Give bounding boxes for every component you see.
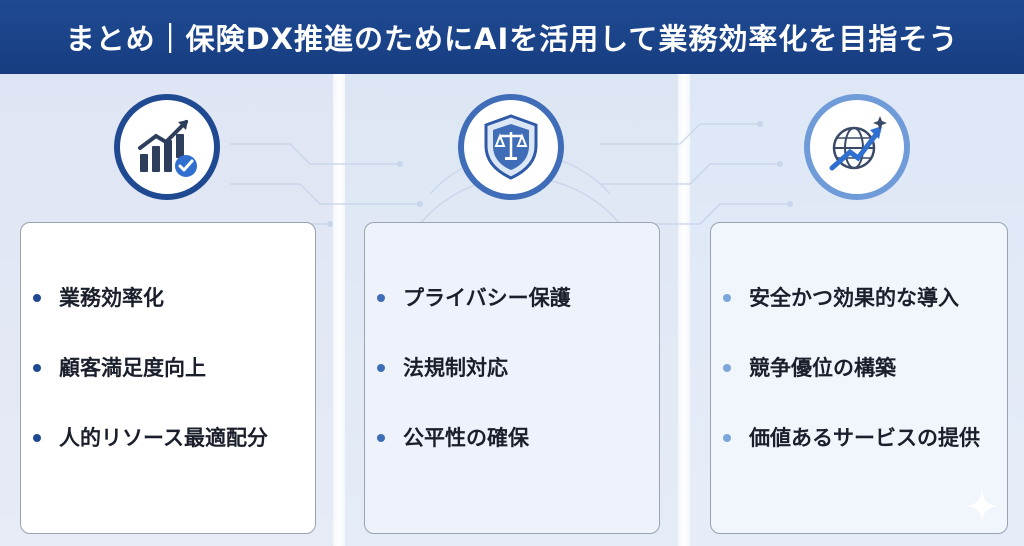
list-item: 公平性の確保	[365, 423, 659, 453]
list-item: 人的リソース最適配分	[21, 423, 315, 453]
list-item: 法規制対応	[365, 353, 659, 383]
card-list: 安全かつ効果的な導入 競争優位の構築 価値あるサービスの提供	[711, 283, 1007, 453]
summary-card-efficiency: 業務効率化 顧客満足度向上 人的リソース最適配分	[20, 222, 316, 534]
summary-card-value: 安全かつ効果的な導入 競争優位の構築 価値あるサービスの提供	[710, 222, 1008, 534]
bullet-dot	[377, 294, 385, 302]
column-divider	[333, 74, 345, 546]
bullet-dot	[723, 364, 731, 372]
card-list: 業務効率化 顧客満足度向上 人的リソース最適配分	[21, 283, 315, 453]
bullet-dot	[377, 434, 385, 442]
shield-scales-icon	[458, 94, 564, 200]
list-item: 安全かつ効果的な導入	[711, 283, 1007, 313]
list-item: 価値あるサービスの提供	[711, 423, 989, 453]
bullet-dot	[33, 294, 41, 302]
list-item: 業務効率化	[21, 283, 315, 313]
sparkle-icon	[966, 490, 998, 522]
list-item: 競争優位の構築	[711, 353, 1007, 383]
page-title: まとめ｜保険DX推進のためにAIを活用して業務効率化を目指そう	[65, 22, 959, 56]
summary-card-compliance: プライバシー保護 法規制対応 公平性の確保	[364, 222, 660, 534]
column-divider	[678, 74, 690, 546]
bullet-dot	[723, 294, 731, 302]
list-item: プライバシー保護	[365, 283, 659, 313]
card-list: プライバシー保護 法規制対応 公平性の確保	[365, 283, 659, 453]
bullet-dot	[33, 434, 41, 442]
globe-trend-arrow-icon	[804, 94, 910, 200]
growth-chart-check-icon	[114, 94, 220, 200]
list-item: 顧客満足度向上	[21, 353, 315, 383]
header-banner: まとめ｜保険DX推進のためにAIを活用して業務効率化を目指そう	[0, 0, 1024, 74]
bullet-dot	[33, 364, 41, 372]
bullet-dot	[377, 364, 385, 372]
bullet-dot	[723, 434, 731, 442]
